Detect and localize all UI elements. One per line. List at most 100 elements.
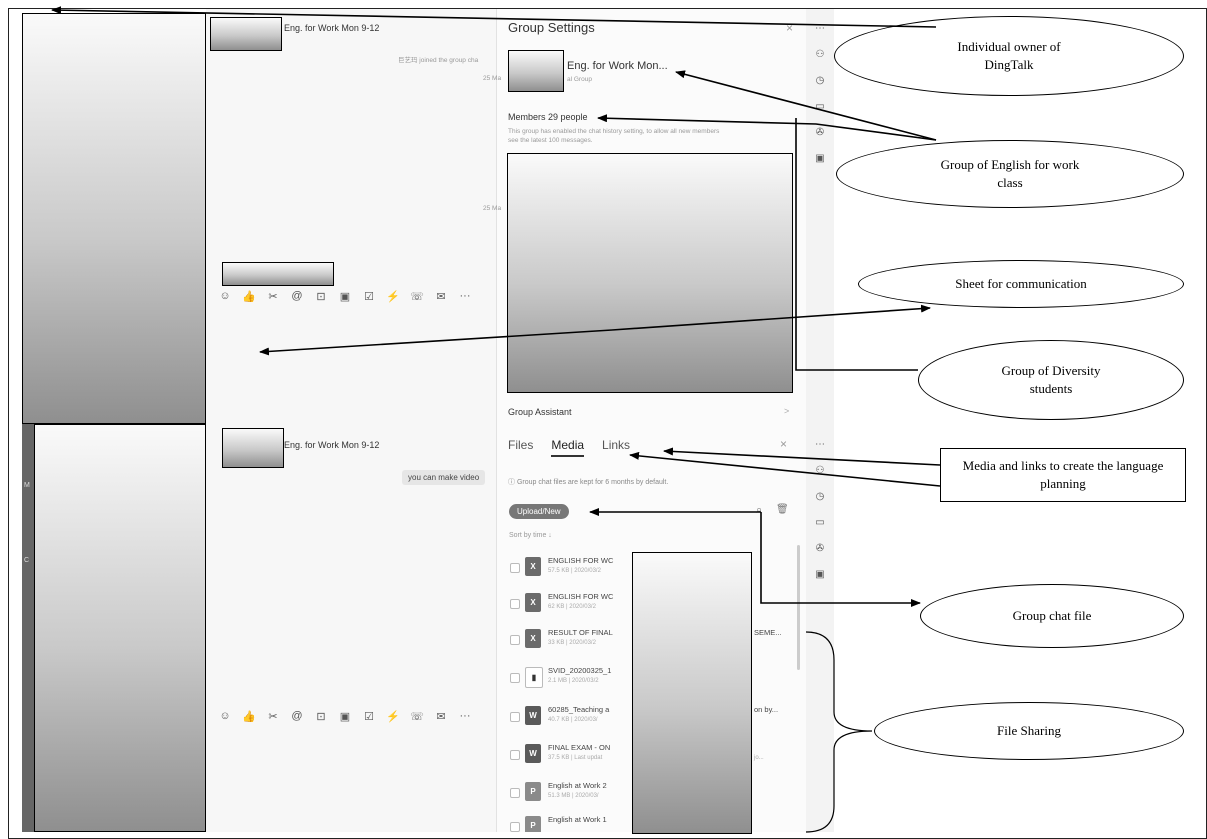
file-item[interactable]: X RESULT OF FINAL SEME... 33 KB | 2020/0… [508,623,798,659]
file-checkbox[interactable] [510,712,520,722]
file-item[interactable]: P English at Work 1 [508,810,798,832]
leader-line [795,118,918,371]
file-checkbox[interactable] [510,750,520,760]
file-checkbox[interactable] [510,673,520,683]
file-checkbox[interactable] [510,788,520,798]
top-side-rail [806,9,834,424]
doc-icon[interactable]: ▣ [339,711,351,723]
file-name: English at Work 2 [548,781,607,790]
group-name[interactable]: Eng. for Work Mon... [567,60,668,72]
more-icon[interactable]: ··· [459,710,471,722]
file-name: ENGLISH FOR WC [548,556,614,565]
announcement-icon[interactable]: ✇ [815,127,825,138]
chat-title: Eng. for Work Mon 9-12 [284,440,380,450]
file-item[interactable]: X ENGLISH FOR WC 62 KB | 2020/03/2 [508,587,798,623]
task-icon[interactable]: ☑ [364,291,374,303]
history-note: see the latest 100 messages. [508,137,593,144]
search-icon[interactable]: ⌕ [756,504,763,516]
file-name: 60285_Teaching a [548,705,610,714]
announcement-icon[interactable]: ✇ [815,543,825,554]
file-item[interactable]: P English at Work 2 51.3 MB | 2020/03/ [508,776,798,812]
emoji-icon[interactable]: ☺ [219,290,231,302]
file-name: FINAL EXAM - ON [548,743,611,752]
more-icon[interactable]: ⋯ [815,23,825,34]
redacted-input [222,262,334,286]
file-item[interactable]: W FINAL EXAM - ON jo... 37.5 KB | Last u… [508,738,798,774]
history-icon[interactable]: ◷ [815,75,825,86]
history-icon[interactable]: ◷ [815,491,825,502]
leader-line [51,6,937,28]
leader-line [629,451,941,487]
like-icon[interactable]: 👍 [242,291,256,303]
close-icon[interactable]: × [786,21,794,35]
add-member-icon[interactable]: ⚇ [815,465,825,476]
side-letter: M [24,482,30,489]
emoji-icon[interactable]: ☺ [219,710,231,722]
excel-file-icon: X [525,629,541,648]
message-toolbar: ☺ 👍 ✂ @ ⊡ ▣ ☑ ⚡ ☏ ✉ ··· [218,290,472,303]
phone-icon[interactable]: ☏ [410,291,424,303]
message-date: 25 Ma [483,75,502,82]
more-icon[interactable]: ··· [459,290,471,302]
group-type: al Group [567,76,592,83]
mail-icon[interactable]: ✉ [436,291,446,303]
folder-icon[interactable]: ▭ [815,517,825,528]
message-toolbar: ☺ 👍 ✂ @ ⊡ ▣ ☑ ⚡ ☏ ✉ ··· [218,710,472,723]
bottom-left-strip [22,424,34,832]
retention-note: ⓘ Group chat files are kept for 6 months… [508,479,669,486]
side-letter: C [24,557,30,564]
redacted-sidebar [34,424,206,832]
members-label[interactable]: Members 29 people [508,112,588,122]
leader-line [611,304,931,331]
leader-line [663,447,941,466]
phone-icon[interactable]: ☏ [410,711,424,723]
like-icon[interactable]: 👍 [242,711,256,723]
settings-title: Group Settings [508,20,595,35]
callout-file-sharing: File Sharing [874,702,1184,760]
mail-icon[interactable]: ✉ [436,711,446,723]
leader-line [597,114,937,141]
file-meta: 57.5 KB | 2020/03/2 [548,568,601,574]
side-rail: ⋯ ⚇ ◷ ▭ ✇ ▣ [812,432,828,588]
task-icon[interactable]: ☑ [364,711,374,723]
file-meta: 51.3 MB | 2020/03/ [548,793,599,799]
sort-label[interactable]: Sort by time ↓ [509,532,552,539]
calendar-icon[interactable]: ▣ [815,153,825,164]
ding-icon[interactable]: ⚡ [386,711,400,723]
folder-icon[interactable]: ⊡ [316,711,326,723]
file-checkbox[interactable] [510,822,520,832]
mention-icon[interactable]: @ [291,290,303,302]
upload-button[interactable]: Upload/New [509,504,569,519]
file-checkbox[interactable] [510,635,520,645]
ding-icon[interactable]: ⚡ [386,291,400,303]
file-name-suffix: SEME... [754,628,782,637]
file-meta: 62 KB | 2020/03/2 [548,604,596,610]
file-item[interactable]: X ENGLISH FOR WC 57.5 KB | 2020/03/2 [508,551,798,587]
group-assistant[interactable]: Group Assistant [508,407,572,417]
tab-links[interactable]: Links [602,438,631,452]
add-member-icon[interactable]: ⚇ [815,49,825,60]
scissors-icon[interactable]: ✂ [268,291,278,303]
excel-file-icon: X [525,593,541,612]
calendar-icon[interactable]: ▣ [815,569,825,580]
folder-icon[interactable]: ⊡ [316,291,326,303]
file-checkbox[interactable] [510,599,520,609]
tab-media[interactable]: Media [551,438,585,457]
file-meta: 40.7 KB | 2020/03/ [548,717,598,723]
side-rail: ⋯ ⚇ ◷ ▭ ✇ ▣ [812,16,828,172]
trash-icon[interactable]: 🗑 [776,504,789,515]
leader-line [675,70,937,141]
scrollbar[interactable] [797,545,800,670]
mention-icon[interactable]: @ [291,710,303,722]
more-icon[interactable]: ⋯ [815,439,825,450]
close-icon[interactable]: × [780,437,788,451]
file-checkbox[interactable] [510,563,520,573]
file-item[interactable]: W 60285_Teaching a on by... 40.7 KB | 20… [508,700,798,736]
file-item[interactable]: ▮ SVID_20200325_1 2.1 MB | 2020/03/2 [508,661,798,697]
doc-icon[interactable]: ▣ [339,291,351,303]
scissors-icon[interactable]: ✂ [268,711,278,723]
folder-icon[interactable]: ▭ [815,101,825,112]
chat-title: Eng. for Work Mon 9-12 [284,23,380,33]
tab-files[interactable]: Files [508,438,534,452]
callout-individual-owner: Individual owner of DingTalk [834,16,1184,96]
